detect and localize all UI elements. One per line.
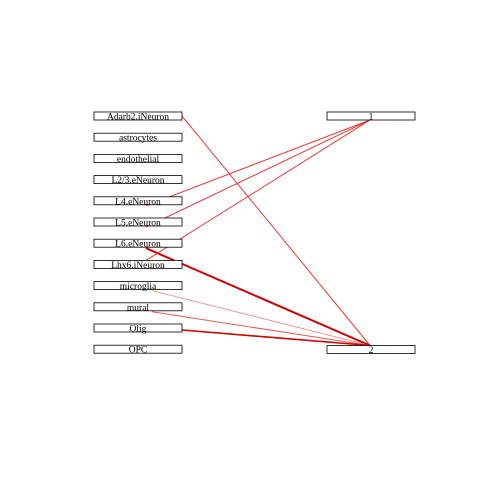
edge-l4-to-c1 bbox=[145, 119, 371, 207]
left-node-l5-box bbox=[93, 217, 183, 227]
left-node-micro: microglia bbox=[93, 281, 183, 292]
left-node-micro-label: microglia bbox=[120, 282, 157, 292]
left-node-mural-box bbox=[93, 302, 183, 312]
nodes-layer: Adarb2.iNeuron astrocytes endothelialL2/3.… bbox=[93, 111, 416, 356]
left-node-l23: L2/3.eNeuron bbox=[93, 175, 183, 186]
left-node-l6-label: L6.eNeuron bbox=[115, 240, 161, 250]
left-node-mural: mural bbox=[93, 302, 183, 313]
right-node-c1: 1 bbox=[326, 111, 416, 123]
right-node-c2: 2 bbox=[326, 345, 416, 356]
left-node-endo-label: endothelial bbox=[117, 155, 160, 165]
left-node-l5: L5.eNeuron bbox=[93, 217, 183, 229]
left-node-opc: OPC bbox=[93, 344, 183, 356]
edge-l5-to-c1 bbox=[145, 119, 371, 228]
left-node-lhx6: Lhx6.iNeuron bbox=[93, 259, 183, 271]
left-node-l6-box bbox=[93, 238, 183, 248]
left-node-olig: Olig bbox=[93, 323, 183, 335]
left-node-adarb2: Adarb2.iNeuron bbox=[93, 111, 183, 123]
left-node-olig-box bbox=[93, 323, 183, 333]
left-node-micro-box bbox=[93, 281, 183, 291]
left-node-mural-label: mural bbox=[127, 303, 150, 313]
left-node-endo: endothelial bbox=[93, 153, 183, 165]
right-node-c1-box bbox=[326, 111, 416, 121]
left-node-astro-box bbox=[93, 132, 183, 142]
right-node-c2-label: 2 bbox=[369, 346, 374, 356]
edge-micro-to-c2 bbox=[151, 290, 371, 346]
left-node-olig-label: Olig bbox=[130, 325, 147, 335]
left-node-astro: astrocytes bbox=[93, 132, 183, 144]
left-node-adarb2-label: Adarb2.iNeuron bbox=[107, 113, 169, 123]
left-node-l6: L6.eNeuron bbox=[93, 238, 183, 250]
edge-lhx6-to-c1 bbox=[145, 119, 371, 261]
edge-olig-to-c2 bbox=[181, 329, 371, 347]
edge-adarb2-to-c2 bbox=[181, 115, 371, 346]
left-node-l4: L4.eNeuron bbox=[93, 196, 183, 207]
left-node-endo-box bbox=[93, 153, 183, 163]
left-node-l4-label: L4.eNeuron bbox=[115, 197, 161, 207]
left-node-adarb2-box bbox=[93, 111, 183, 121]
left-node-lhx6-label: Lhx6.iNeuron bbox=[111, 261, 165, 271]
left-node-l23-box bbox=[93, 175, 183, 185]
edges-layer bbox=[145, 115, 371, 347]
left-node-astro-label: astrocytes bbox=[119, 134, 157, 144]
left-node-opc-box bbox=[93, 344, 183, 354]
left-node-l4-box bbox=[93, 196, 183, 206]
left-node-l5-label: L5.eNeuron bbox=[115, 219, 161, 229]
edge-mural-to-c2 bbox=[151, 311, 371, 346]
edge-l6-to-c2 bbox=[145, 247, 371, 347]
right-node-c1-label: 1 bbox=[369, 113, 374, 123]
right-node-c2-box bbox=[326, 345, 416, 354]
left-node-l23-label: L2/3.eNeuron bbox=[111, 176, 164, 186]
left-node-opc-label: OPC bbox=[129, 346, 147, 356]
left-node-lhx6-box bbox=[93, 259, 183, 269]
